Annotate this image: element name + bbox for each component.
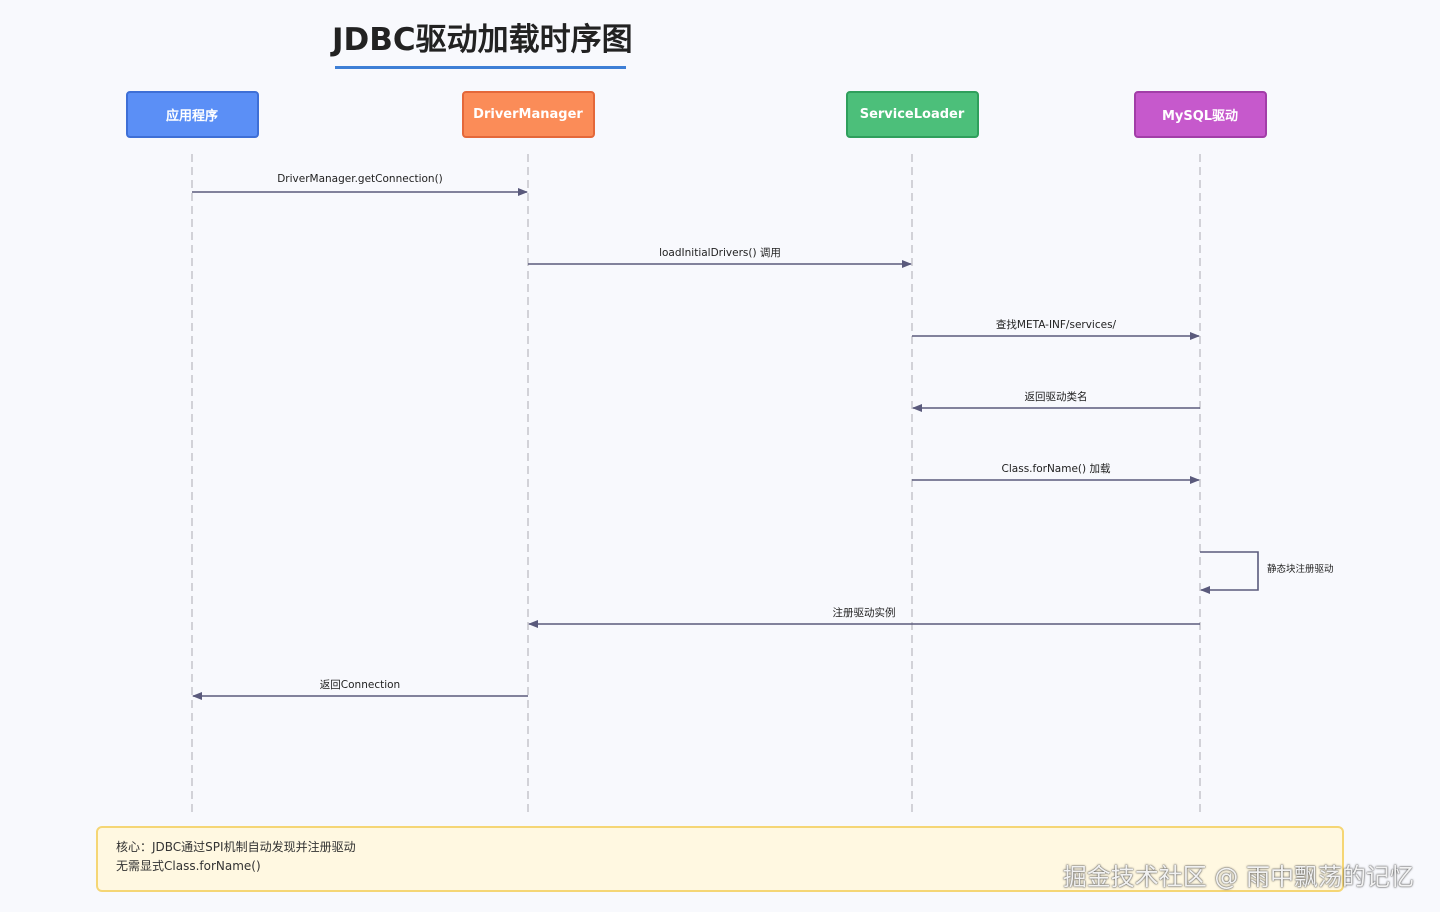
note-line-1: 核心：JDBC通过SPI机制自动发现并注册驱动 [116, 840, 356, 854]
participant-1: DriverManager [461, 91, 595, 138]
watermark: 掘金技术社区 @ 雨中飘荡的记忆 [1062, 863, 1414, 891]
self-message-arrow-5 [1200, 551, 1259, 594]
message-label-1: loadInitialDrivers() 调用 [659, 247, 781, 259]
message-label-7: 返回Connection [319, 679, 401, 691]
participant-2: ServiceLoader [845, 91, 979, 138]
message-label-2: 查找META-INF/services/ [995, 319, 1117, 331]
message-label-6: 注册驱动实例 [832, 607, 896, 619]
message-label-4: Class.forName() 加载 [1001, 463, 1111, 475]
message-label-0: DriverManager.getConnection() [277, 173, 443, 185]
diagram-title: JDBC驱动加载时序图 [332, 22, 633, 58]
note-line-2: 无需显式Class.forName() [116, 859, 261, 873]
title-underline [335, 66, 626, 69]
participant-0: 应用程序 [125, 91, 259, 138]
note-box: 核心：JDBC通过SPI机制自动发现并注册驱动 无需显式Class.forNam… [96, 826, 1344, 892]
participant-3: MySQL驱动 [1133, 91, 1267, 138]
message-label-5: 静态块注册驱动 [1267, 564, 1334, 575]
message-label-3: 返回驱动类名 [1024, 391, 1088, 403]
